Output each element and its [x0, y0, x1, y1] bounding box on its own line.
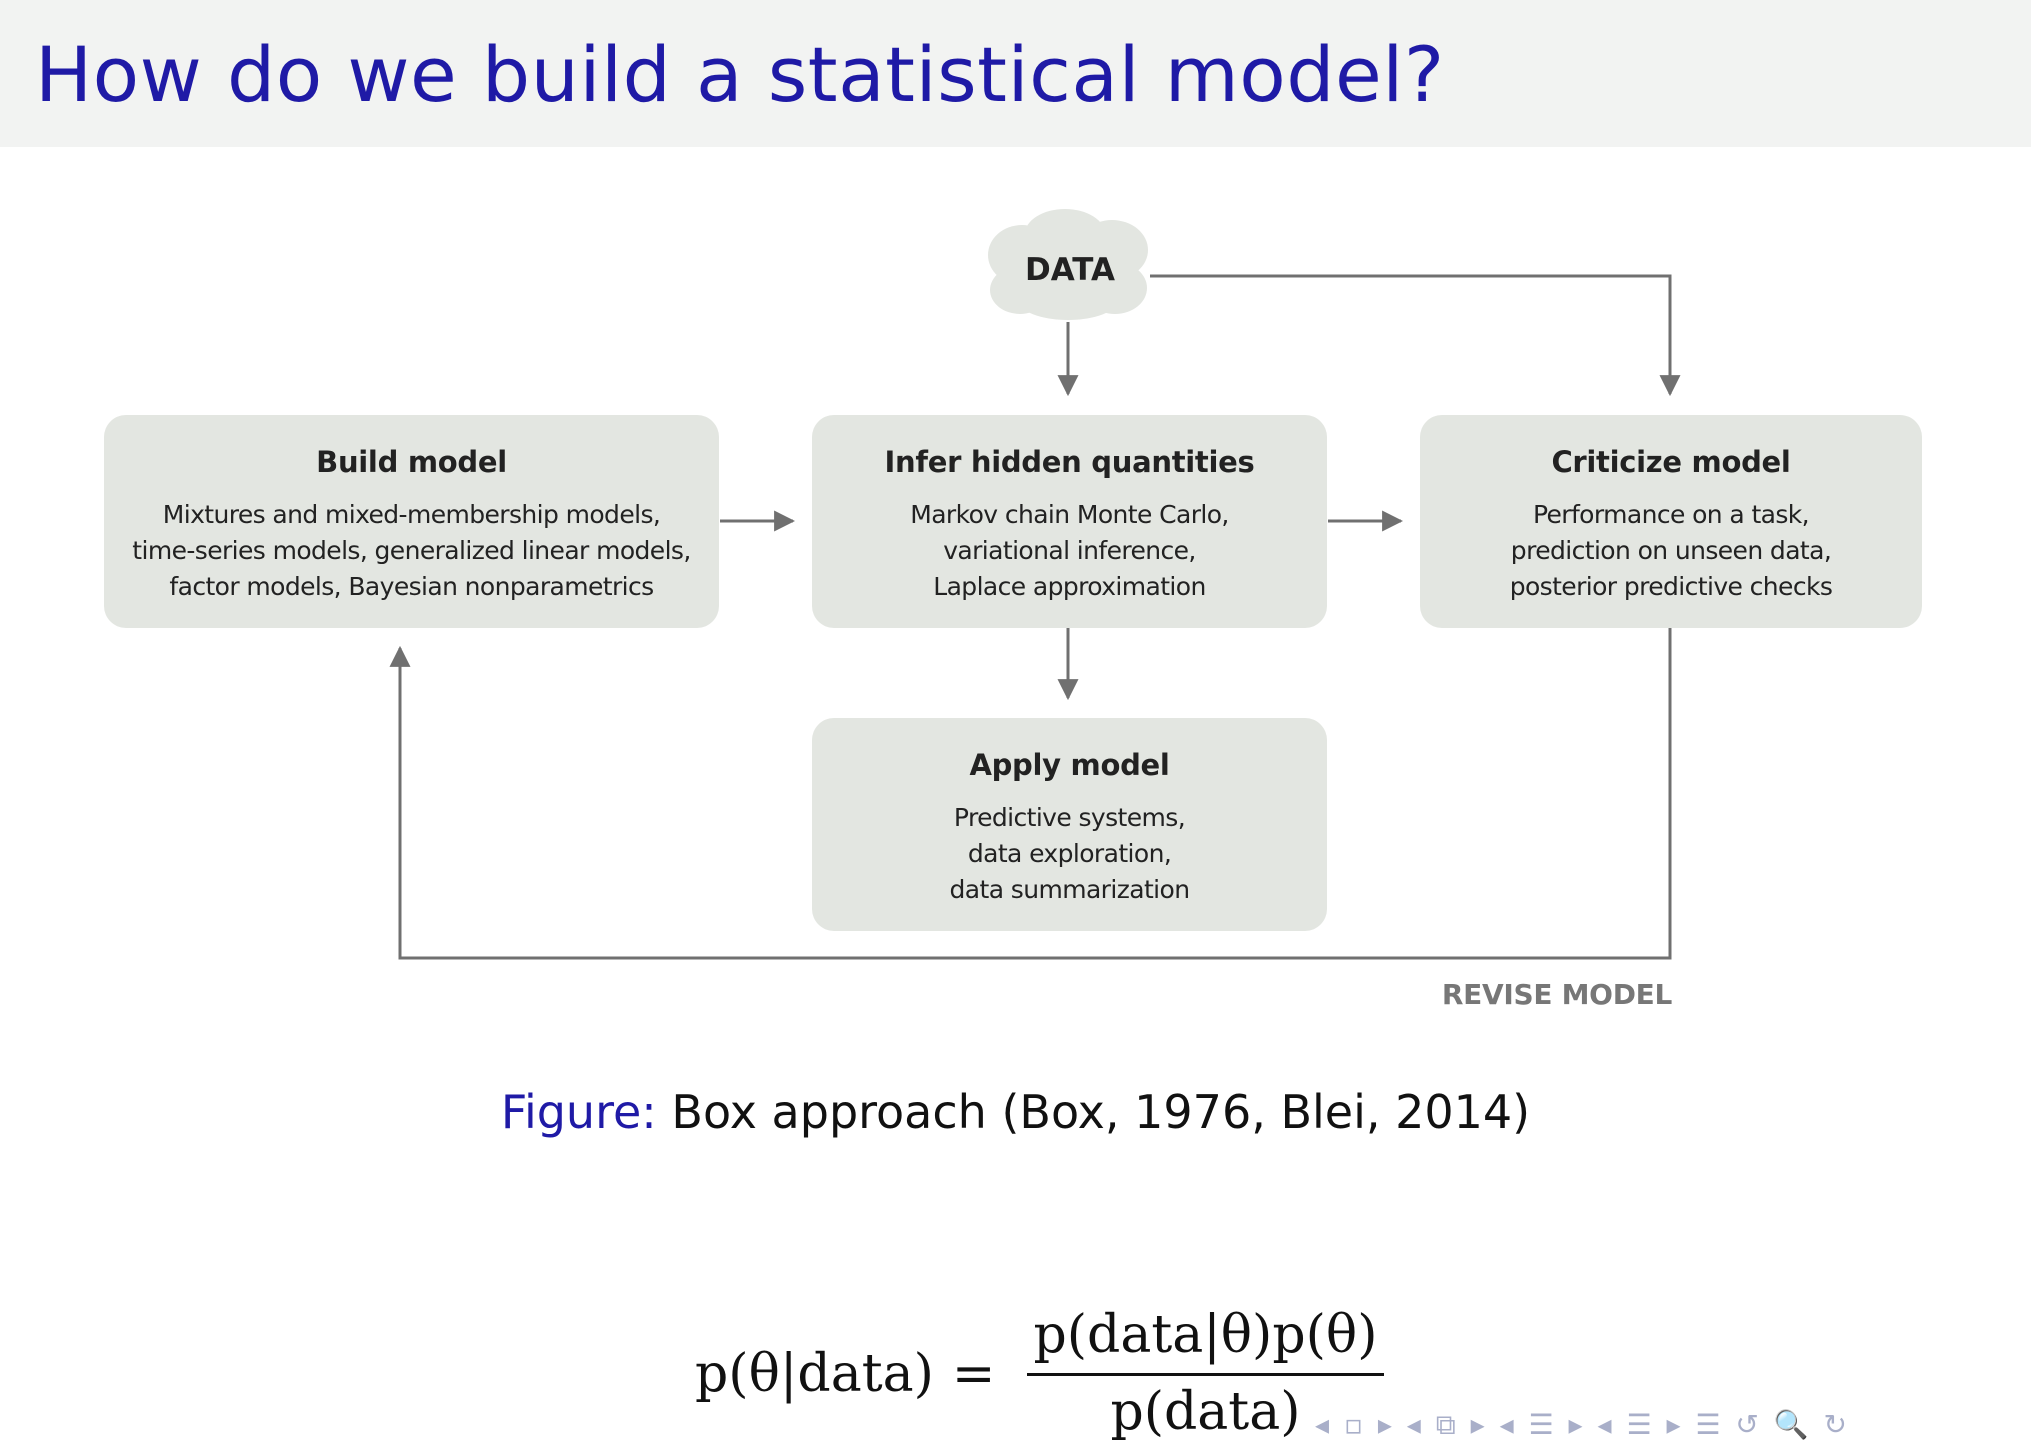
caption-prefix: Figure:: [500, 1085, 657, 1139]
build-model-title: Build model: [316, 445, 507, 479]
criticize-title: Criticize model: [1551, 445, 1791, 479]
apply-line: data summarization: [949, 875, 1191, 904]
infer-description: Markov chain Monte Carlo, variational in…: [812, 497, 1327, 605]
infer-line: Markov chain Monte Carlo,: [910, 500, 1229, 529]
build-model-line: time-series models, generalized linear m…: [132, 536, 691, 565]
data-node-label: DATA: [1024, 252, 1116, 288]
slide-title: How do we build a statistical model?: [35, 30, 1445, 119]
beamer-navigation-controls[interactable]: ◂ ▫ ▸ ◂ ⧉ ▸ ◂ ☰ ▸ ◂ ☰ ▸ ☰ ↺ 🔍 ↻: [1315, 1408, 1851, 1441]
equation-denominator: p(data): [1110, 1382, 1301, 1442]
criticize-line: Performance on a task,: [1532, 500, 1810, 529]
infer-title: Infer hidden quantities: [884, 445, 1255, 479]
infer-line: Laplace approximation: [933, 572, 1206, 601]
arrow-data-to-criticize: [1150, 274, 1681, 397]
apply-line: data exploration,: [967, 839, 1172, 868]
bayes-equation: p(θ|data) = p(data|θ)p(θ) p(data): [695, 1305, 1384, 1442]
criticize-line: prediction on unseen data,: [1510, 536, 1832, 565]
build-model-line: factor models, Bayesian nonparametrics: [169, 572, 654, 601]
slide-header: [0, 0, 2031, 147]
build-model-description: Mixtures and mixed-membership models, ti…: [104, 497, 719, 605]
build-model-box: Build model Mixtures and mixed-membershi…: [104, 415, 719, 628]
criticize-line: posterior predictive checks: [1509, 572, 1833, 601]
infer-hidden-quantities-box: Infer hidden quantities Markov chain Mon…: [812, 415, 1327, 628]
data-cloud-shape: [988, 209, 1148, 320]
criticize-model-box: Criticize model Performance on a task, p…: [1420, 415, 1922, 628]
figure-caption: Figure: Box approach (Box, 1976, Blei, 2…: [0, 1085, 2031, 1139]
equation-numerator: p(data|θ)p(θ): [1027, 1305, 1384, 1376]
build-model-line: Mixtures and mixed-membership models,: [162, 500, 661, 529]
apply-model-box: Apply model Predictive systems, data exp…: [812, 718, 1327, 931]
equation-fraction: p(data|θ)p(θ) p(data): [1027, 1305, 1384, 1442]
apply-line: Predictive systems,: [953, 803, 1186, 832]
criticize-description: Performance on a task, prediction on uns…: [1420, 497, 1922, 605]
equation-equals: =: [951, 1343, 996, 1404]
apply-description: Predictive systems, data exploration, da…: [812, 800, 1327, 908]
caption-text: Box approach (Box, 1976, Blei, 2014): [671, 1085, 1531, 1139]
revise-model-label: REVISE MODEL: [1441, 978, 1672, 1011]
infer-line: variational inference,: [943, 536, 1196, 565]
equation-lhs: p(θ|data): [695, 1343, 934, 1404]
apply-title: Apply model: [969, 748, 1170, 782]
arrow-revise-model-loop: [389, 628, 1672, 960]
